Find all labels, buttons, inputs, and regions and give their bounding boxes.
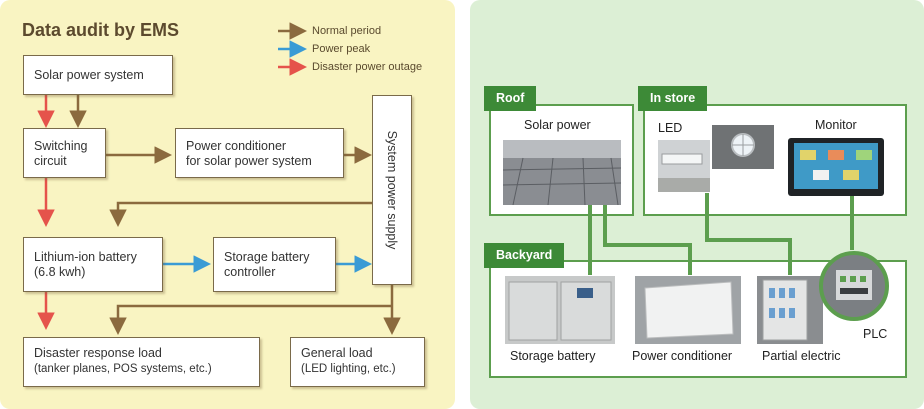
switching-circuit-line2: circuit [34, 154, 67, 168]
general-load-line2: (LED lighting, etc.) [301, 363, 396, 375]
switching-circuit-box: Switching circuit [23, 128, 106, 178]
diagram-title: Data audit by EMS [22, 20, 180, 40]
disaster-load-line1: Disaster response load [34, 346, 162, 360]
led-label: LED [658, 121, 683, 135]
general-load-box: General load (LED lighting, etc.) [290, 337, 425, 387]
general-load-line1: General load [301, 346, 373, 360]
lithium-battery-box: Lithium-ion battery (6.8 kwh) [23, 237, 163, 292]
power-conditioner-line1: Power conditioner [186, 139, 287, 153]
in-store-tag: In store [638, 86, 708, 111]
lithium-battery-line2: (6.8 kwh) [34, 265, 86, 279]
legend-power-peak: Power peak [312, 43, 371, 55]
disaster-load-line2: (tanker planes, POS systems, etc.) [34, 363, 212, 375]
monitor-screen-photo [788, 138, 884, 196]
power-conditioner-label: Power conditioner [632, 349, 733, 363]
power-conditioner-line2: for solar power system [186, 154, 312, 168]
power-conditioner-box: Power conditioner for solar power system [175, 128, 344, 178]
storage-battery-photo [505, 276, 615, 344]
storage-controller-box: Storage battery controller [213, 237, 336, 292]
legend-normal-period: Normal period [312, 25, 382, 37]
roof-tag: Roof [484, 86, 537, 111]
partial-electric-panel-photo [757, 276, 823, 344]
solar-power-label: Solar power [524, 118, 591, 132]
lithium-battery-line1: Lithium-ion battery [34, 250, 137, 264]
plc-closeup-photo [819, 251, 889, 321]
monitor-label: Monitor [815, 118, 857, 132]
partial-electric-label: Partial electric [762, 349, 841, 363]
switching-circuit-line1: Switching [34, 139, 88, 153]
storage-battery-label: Storage battery [510, 349, 596, 363]
solar-power-system-box: Solar power system [23, 55, 173, 95]
backyard-tag: Backyard [484, 243, 565, 268]
system-power-supply-box [372, 95, 412, 285]
led-ceiling-photo [658, 140, 710, 192]
legend-disaster-outage: Disaster power outage [312, 61, 423, 73]
plc-label: PLC [863, 327, 888, 341]
disaster-response-load-box: Disaster response load (tanker planes, P… [23, 337, 260, 387]
solar-power-system-label: Solar power system [34, 68, 144, 82]
storage-controller-line2: controller [224, 265, 276, 279]
led-downlight-photo [712, 125, 774, 169]
power-conditioner-photo [635, 276, 741, 344]
solar-panel-photo [503, 140, 621, 205]
storage-controller-line1: Storage battery [224, 250, 310, 264]
